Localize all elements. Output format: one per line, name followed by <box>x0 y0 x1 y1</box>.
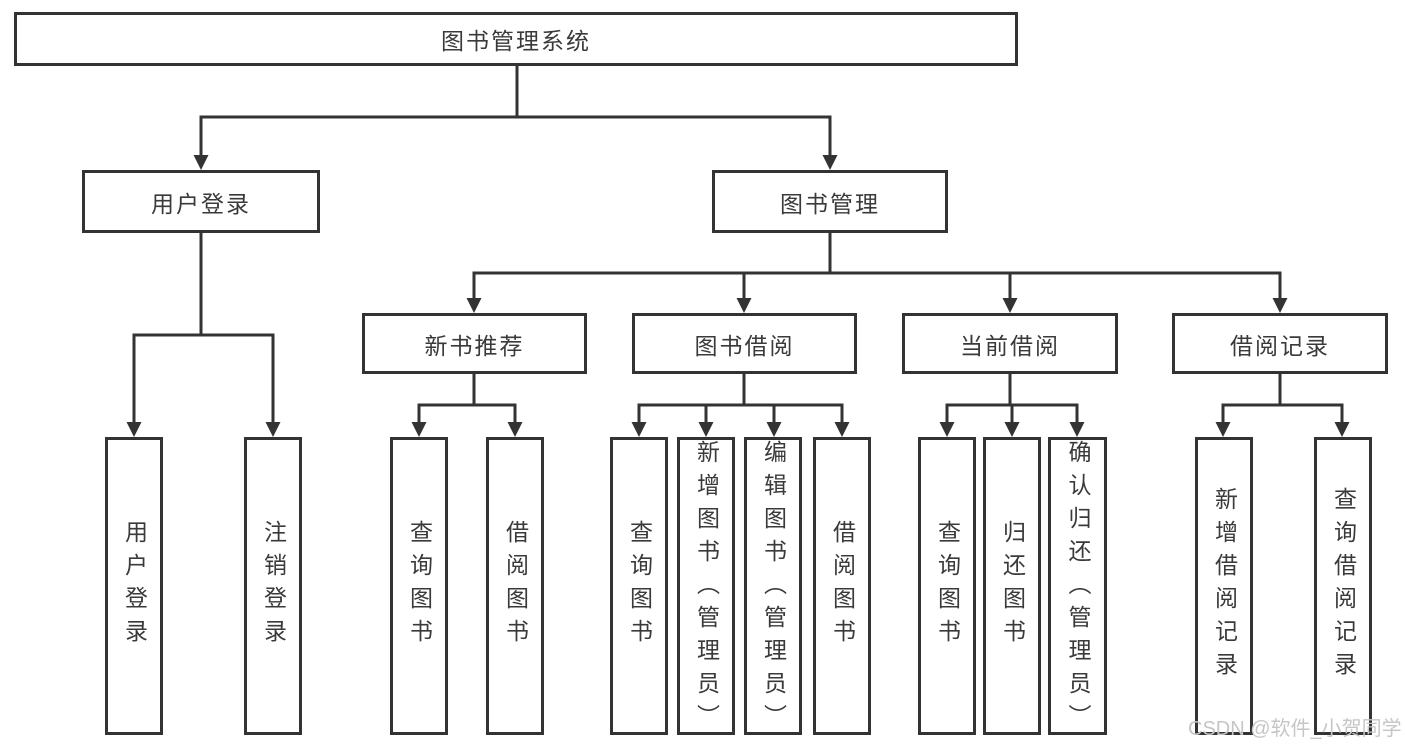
leaf-return-books: 归还图书 <box>983 437 1041 735</box>
leaf-query-borrow-record: 查询借阅记录 <box>1314 437 1372 735</box>
leaf-borrow-books: 借阅图书 <box>813 437 871 735</box>
node-book-management: 图书管理 <box>712 170 948 233</box>
node-library-management-system: 图书管理系统 <box>14 12 1018 66</box>
node-current-borrowing: 当前借阅 <box>902 313 1118 374</box>
leaf-query-books-recommend: 查询图书 <box>390 437 448 735</box>
leaf-edit-book-admin: 编辑图书（管理员） <box>744 437 802 737</box>
leaf-add-borrow-record: 新增借阅记录 <box>1195 437 1253 735</box>
csdn-watermark: CSDN @软件_小贺同学 <box>1188 718 1402 740</box>
leaf-logout: 注销登录 <box>244 437 302 735</box>
leaf-user-login: 用户登录 <box>105 437 163 735</box>
leaf-borrow-books-recommend: 借阅图书 <box>486 437 544 735</box>
node-user-login: 用户登录 <box>82 170 320 233</box>
leaf-add-book-admin: 新增图书（管理员） <box>677 437 735 737</box>
node-borrowing-records: 借阅记录 <box>1172 313 1388 374</box>
node-new-book-recommendation: 新书推荐 <box>362 313 587 374</box>
leaf-query-books-borrowing: 查询图书 <box>610 437 668 735</box>
node-book-borrowing: 图书借阅 <box>632 313 857 374</box>
leaf-query-books-current: 查询图书 <box>918 437 976 735</box>
leaf-confirm-return-admin: 确认归还（管理员） <box>1048 437 1107 737</box>
